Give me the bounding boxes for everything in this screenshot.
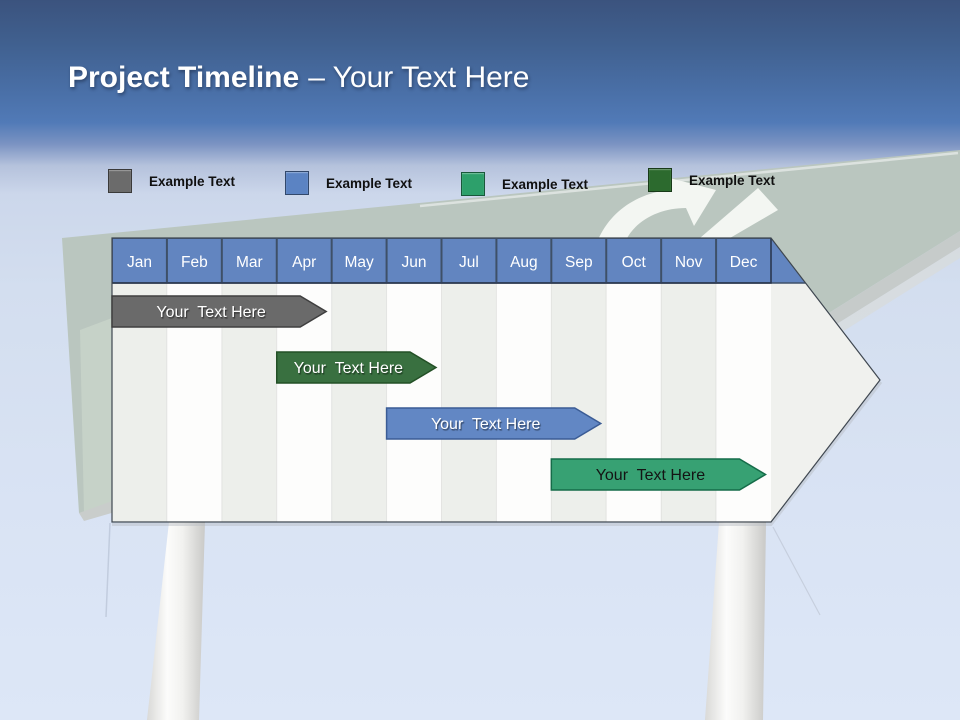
month-column — [496, 238, 552, 522]
sign-chevron-icon — [598, 176, 716, 240]
sign-chevron-wedge-icon — [700, 188, 778, 238]
month-label: Nov — [675, 254, 703, 271]
bar-arrow-shape[interactable] — [276, 351, 438, 384]
timeline-bar[interactable]: Your Text Here — [276, 351, 438, 384]
bar-placeholder-text[interactable]: Your Text Here — [431, 416, 541, 433]
bar-placeholder-text[interactable]: Your Text Here — [596, 467, 706, 484]
month-label: Aug — [510, 254, 538, 271]
bar-arrow-shape[interactable] — [550, 458, 767, 491]
bar-arrow-shape[interactable] — [385, 407, 603, 440]
month-label: Dec — [730, 254, 758, 271]
header-border — [112, 238, 772, 284]
legend-swatch — [285, 171, 309, 195]
legend: Example Text Example Text Example Text Exam… — [0, 0, 960, 220]
title-placeholder-text: – Your Text Here — [308, 61, 530, 94]
title-main-text: Project Timeline — [68, 61, 300, 94]
sign-post-right — [705, 522, 766, 720]
sign-left-bottom-edge — [79, 500, 115, 521]
legend-label: Example Text — [502, 176, 589, 192]
legend-item[interactable]: Example Text — [461, 172, 588, 196]
sign-left-edge-highlight — [80, 318, 112, 513]
month-label: Oct — [622, 254, 647, 271]
chart-shadow — [112, 381, 883, 526]
month-column — [441, 238, 497, 522]
sign-post-left — [147, 522, 205, 720]
month-column — [166, 238, 222, 522]
month-label: May — [344, 254, 374, 271]
legend-item[interactable]: Example Text — [648, 168, 775, 192]
timeline-bar[interactable]: Your Text Here — [550, 458, 767, 491]
bar-arrow-shape[interactable] — [111, 295, 328, 328]
month-label: Jun — [402, 254, 427, 271]
legend-swatch — [648, 168, 672, 192]
legend-label: Example Text — [149, 173, 236, 189]
month-column — [112, 238, 167, 522]
timeline-bar[interactable]: Your Text Here — [385, 407, 603, 440]
sign-top-edge-highlight — [419, 151, 959, 208]
legend-item[interactable]: Example Text — [285, 171, 412, 195]
month-label: Feb — [181, 254, 208, 271]
month-column — [221, 238, 277, 522]
chart-arrow-outline — [111, 237, 881, 523]
month-label: Apr — [292, 254, 316, 271]
month-label: Sep — [565, 254, 593, 271]
bar-placeholder-text[interactable]: Your Text Here — [156, 304, 266, 321]
legend-swatch — [108, 169, 132, 193]
legend-label: Example Text — [326, 175, 413, 191]
photo-line-right — [772, 526, 821, 616]
timeline-bar[interactable]: Your Text Here — [111, 295, 328, 328]
legend-label: Example Text — [689, 172, 776, 188]
legend-item[interactable]: Example Text — [108, 169, 235, 193]
month-label: Jul — [459, 254, 479, 271]
legend-swatch — [461, 172, 485, 196]
photo-line-left — [105, 522, 111, 618]
month-label: Mar — [236, 254, 263, 271]
month-label: Jan — [127, 254, 152, 271]
slide-title[interactable]: Project Timeline– Your Text Here — [68, 60, 529, 96]
bar-placeholder-text[interactable]: Your Text Here — [294, 360, 404, 377]
